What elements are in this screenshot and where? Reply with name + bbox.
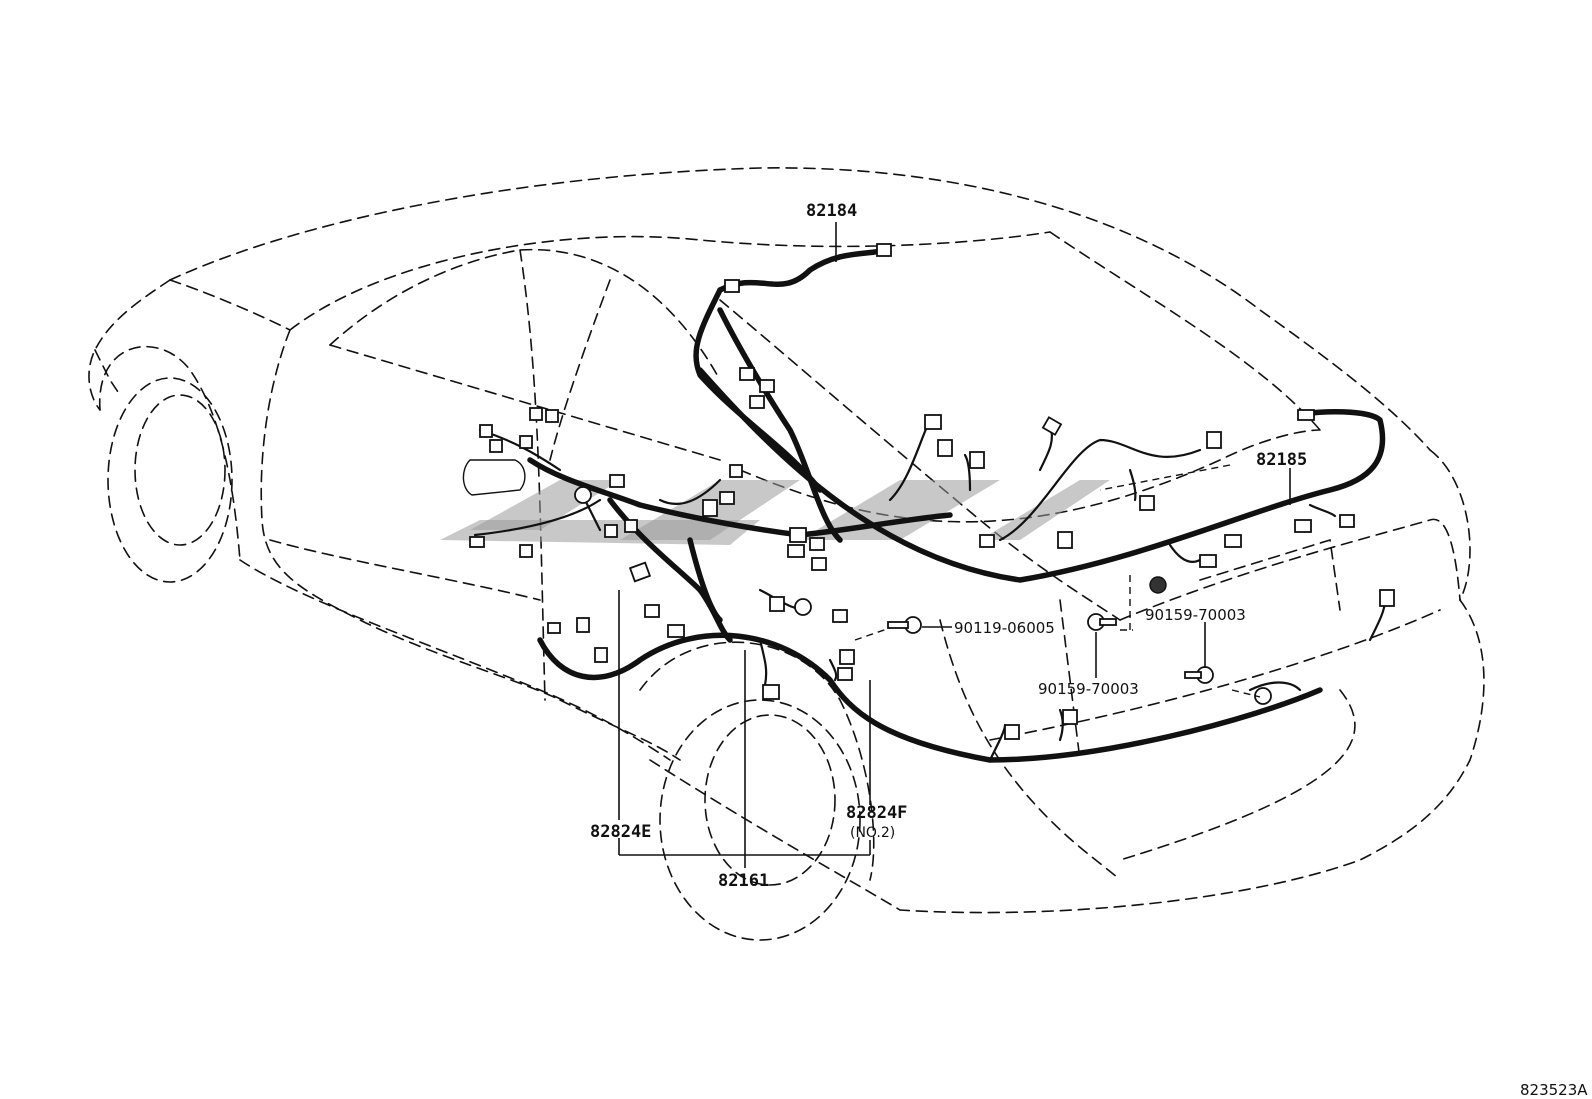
label-82185: 82185	[1256, 450, 1307, 470]
harness-82184	[693, 243, 892, 543]
part-labels: 82184 82185 90119-06005 90159-70003 9015…	[590, 201, 1588, 1099]
label-82161: 82161	[718, 871, 769, 891]
bolts	[887, 613, 1214, 684]
connector	[876, 243, 892, 257]
label-90159-70003-lower: 90159-70003	[1038, 680, 1139, 698]
label-82824E: 82824E	[590, 822, 651, 842]
leader-lines	[618, 222, 1291, 868]
label-82824F-note: (NO.2)	[850, 825, 895, 841]
label-90159-70003-upper: 90159-70003	[1145, 606, 1246, 624]
figure-code: 823523A	[1520, 1081, 1588, 1099]
label-90119-06005: 90119-06005	[954, 619, 1055, 637]
bolt-icon	[887, 616, 922, 634]
car-body-outline	[88, 167, 1485, 941]
label-82184: 82184	[806, 201, 857, 221]
connectors	[469, 279, 1395, 740]
bolt-icon	[1087, 613, 1117, 631]
harness-82161	[473, 428, 1387, 763]
label-82824F: 82824F	[846, 803, 907, 823]
bolt-icon	[1184, 666, 1214, 684]
harness-82185	[697, 367, 1386, 583]
